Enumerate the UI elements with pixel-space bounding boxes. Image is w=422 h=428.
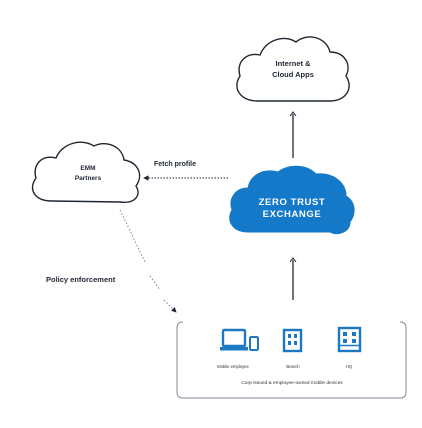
- zero-trust-exchange: ZERO TRUST EXCHANGE: [229, 165, 355, 235]
- emm-cloud-shape: [31, 141, 141, 203]
- device-label-mobile: Mobile employee: [217, 364, 249, 369]
- fetch-profile-label: Fetch profile: [154, 161, 196, 168]
- devices-panel: Mobile employee Branch HQ Corp-issued & …: [176, 321, 407, 399]
- connector-top-cap: [289, 111, 297, 117]
- emm-partners-cloud: EMM Partners: [31, 141, 141, 203]
- policy-dotted-line-1: [119, 209, 146, 263]
- internet-cloud: Internet & Cloud Apps: [236, 36, 350, 102]
- internet-cloud-label-1: Internet &: [275, 59, 311, 68]
- branch-building-icon: [282, 328, 303, 353]
- device-label-hq: HQ: [346, 364, 353, 369]
- device-label-branch: Branch: [286, 364, 300, 369]
- internet-cloud-label-2: Cloud Apps: [272, 70, 314, 79]
- devices-caption: Corp-issued & employee-owned mobile devi…: [241, 380, 343, 386]
- policy-dotted-line-3: [163, 299, 177, 313]
- emm-label-2: Partners: [75, 175, 102, 182]
- policy-enforcement-label: Policy enforcement: [46, 275, 116, 284]
- internet-cloud-shape: [236, 36, 350, 102]
- policy-dotted-line-2: [149, 275, 161, 291]
- zero-trust-label-2: EXCHANGE: [263, 209, 322, 220]
- zero-trust-label-1: ZERO TRUST: [259, 197, 326, 208]
- devices-panel-frame: [176, 321, 407, 399]
- laptop-phone-icon: [220, 328, 259, 351]
- zero-trust-cloud-shape: [229, 165, 355, 235]
- emm-label-1: EMM: [80, 165, 95, 172]
- connector-mid-cap: [289, 257, 297, 263]
- hq-building-icon: [337, 326, 362, 353]
